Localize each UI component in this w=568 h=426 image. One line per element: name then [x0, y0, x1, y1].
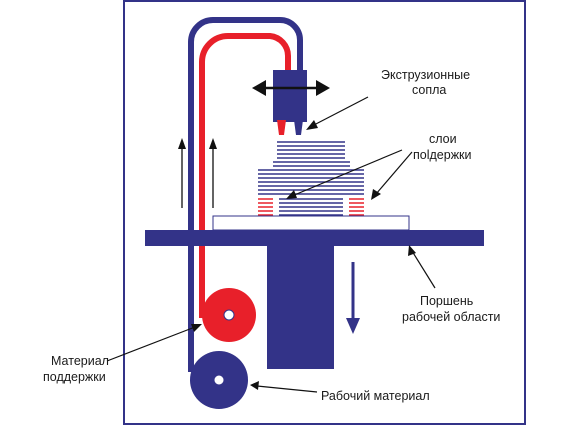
build-platform	[145, 230, 484, 246]
layers-label-line1: слои	[429, 132, 457, 146]
build-plate	[212, 215, 410, 231]
head-arrow-right-tip	[316, 80, 330, 96]
layers-label-line2: поlдержки	[413, 148, 472, 162]
build-nozzle	[294, 120, 303, 135]
support-material-label-line2: поддержки	[43, 370, 106, 384]
support-nozzle	[277, 120, 286, 135]
support-spool-hub	[223, 309, 235, 321]
nozzles-label-line1: Экструзионные	[381, 68, 470, 82]
layers-leader-right	[375, 151, 413, 195]
piston-leader-tip	[408, 245, 416, 256]
support-material-label-line1: Материал	[51, 354, 109, 368]
piston-down-arrow-tip	[346, 318, 360, 334]
extrusion-head	[273, 70, 307, 122]
build-spool-hub	[214, 375, 224, 385]
support-filament-path	[199, 33, 292, 318]
support-feed-arrow-tip	[209, 138, 217, 149]
support-material-leader-tip	[191, 324, 202, 332]
nozzles-leader-tip	[306, 120, 318, 130]
build-material-label: Рабочий материал	[321, 389, 430, 403]
support-material-leader	[106, 326, 196, 362]
build-material-leader-tip	[250, 381, 259, 390]
nozzles-label-line2: сопла	[412, 83, 446, 97]
nozzles-leader	[311, 96, 369, 127]
piston-label-line1: Поршень	[420, 294, 473, 308]
build-feed-arrow-tip	[178, 138, 186, 149]
layers-leader-right-tip	[371, 189, 381, 200]
build-filament-path	[188, 17, 303, 372]
layers-leader-left-tip	[286, 190, 297, 199]
build-material-leader	[256, 385, 318, 393]
piston-label-line2: рабочей области	[402, 310, 500, 324]
head-arrow-left-tip	[252, 80, 266, 96]
piston-leader	[411, 250, 436, 289]
printed-part-layers	[258, 141, 364, 216]
layers-leader-left	[291, 149, 403, 197]
piston-column	[267, 246, 334, 369]
diagram-frame	[123, 0, 526, 425]
